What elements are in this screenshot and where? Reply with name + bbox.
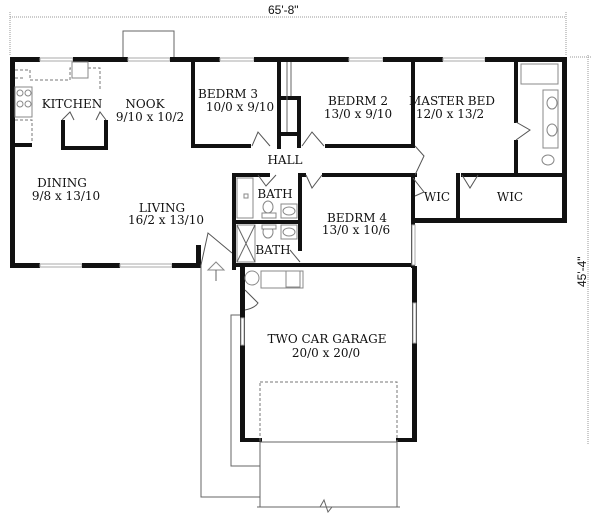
room-size-nook: 9/10 x 10/2 xyxy=(116,110,184,124)
bedrm2-walls xyxy=(301,57,415,148)
exterior-walls xyxy=(10,57,567,268)
master-walls xyxy=(514,57,559,177)
room-size-dining: 9/8 x 13/10 xyxy=(32,189,100,203)
kitchen-fixtures xyxy=(10,61,108,150)
bedrm3-walls xyxy=(191,57,281,149)
room-size-bedrm4: 13/0 x 10/6 xyxy=(322,223,390,237)
depth-dimension: 45'-4" xyxy=(575,256,589,287)
bath-walls xyxy=(232,173,415,270)
room-label-bedrm2: BEDRM 2 xyxy=(328,94,388,108)
room-label-kitchen: KITCHEN xyxy=(42,97,103,111)
dimension-lines xyxy=(9,12,592,445)
room-label-bedrm3: BEDRM 3 xyxy=(198,87,258,101)
room-size-master: 12/0 x 13/2 xyxy=(416,107,484,121)
room-label-living: LIVING xyxy=(139,201,185,215)
room-label-bath-1: BATH xyxy=(257,187,292,201)
room-label-wic-1: WIC xyxy=(424,190,450,204)
garage-walls xyxy=(200,261,417,513)
room-label-wic-2: WIC xyxy=(497,190,523,204)
room-size-living: 16/2 x 13/10 xyxy=(128,213,204,227)
room-label-master: MASTER BED xyxy=(409,94,495,108)
bedrm4-walls xyxy=(411,173,416,268)
room-size-bedrm2: 13/0 x 9/10 xyxy=(324,107,392,121)
room-label-dining: DINING xyxy=(37,176,87,190)
room-label-bedrm4: BEDRM 4 xyxy=(327,211,387,225)
front-porch-bump xyxy=(122,30,175,60)
room-size-bedrm3: 10/0 x 9/10 xyxy=(206,100,274,114)
room-label-hall: HALL xyxy=(267,153,302,167)
wic-walls xyxy=(412,173,460,223)
linen-closet xyxy=(277,62,301,148)
front-door-swing xyxy=(200,232,233,266)
room-label-garage: TWO CAR GARAGE xyxy=(268,332,387,346)
room-label-nook: NOOK xyxy=(125,97,165,111)
room-size-garage: 20/0 x 20/0 xyxy=(292,346,360,360)
room-label-bath-2: BATH xyxy=(255,243,290,257)
width-dimension: 65'-8" xyxy=(268,3,299,17)
